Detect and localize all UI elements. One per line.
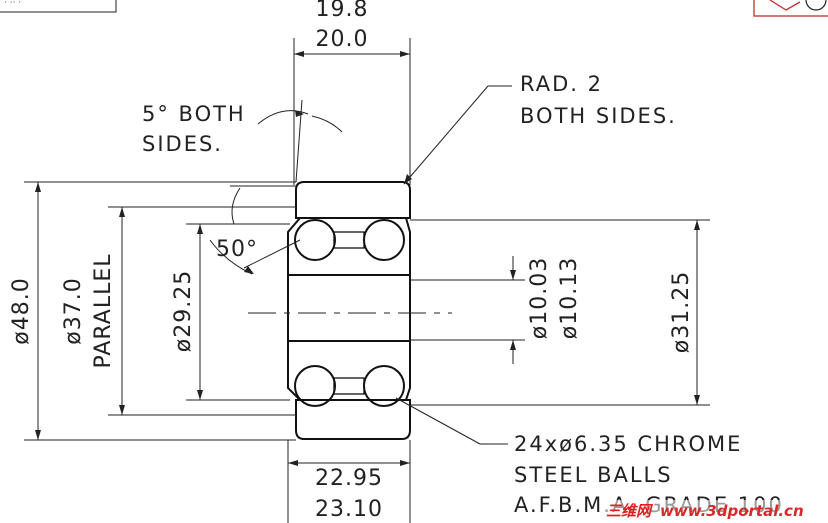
width-dimension-bottom xyxy=(287,440,411,523)
taper-sides-label: SIDES. xyxy=(142,132,223,156)
inner-ring-diameter-dimension xyxy=(410,219,710,406)
watermark-url: www.3dportal.cn xyxy=(660,502,804,520)
bore-diameter-dimension xyxy=(410,256,525,364)
overall-width-min-label: 22.95 xyxy=(315,466,383,491)
balls-note-line1: 24xø6.35 CHROME xyxy=(514,432,742,456)
taper-angle-mark xyxy=(257,99,343,183)
width-max-label: 19.8 xyxy=(316,0,369,22)
ball-top-left xyxy=(294,219,336,261)
radius-label: RAD. 2 xyxy=(520,72,603,96)
outer-ring-top xyxy=(295,181,411,219)
radius-leader xyxy=(403,85,512,185)
bore-max-label: ø10.13 xyxy=(557,257,582,339)
taper-angle-label: 5° BOTH xyxy=(142,102,246,126)
radius-sides-label: BOTH SIDES. xyxy=(520,104,677,128)
watermark-cn: 三维网 xyxy=(606,502,654,520)
contact-angle-label: 50° xyxy=(216,237,258,262)
inner-ring-diameter-label: ø31.25 xyxy=(669,271,694,353)
overall-width-max-label: 23.10 xyxy=(315,497,383,522)
raceway-diameter-dimension xyxy=(108,206,296,416)
revision-stamp xyxy=(753,0,828,17)
inner-ring-bottom xyxy=(287,340,411,401)
balls-leader xyxy=(395,397,508,445)
raceway-diameter-label: ø37.0 xyxy=(61,277,86,344)
bore-min-label: ø10.03 xyxy=(527,257,552,339)
inner-ring-top xyxy=(287,217,411,276)
outer-diameter-label: ø48.0 xyxy=(9,277,34,344)
width-dimension-top xyxy=(293,38,411,185)
contact-angle-mark xyxy=(209,185,301,275)
balls-note-line2: STEEL BALLS xyxy=(514,463,673,487)
inner-diameter-label: ø29.25 xyxy=(171,270,196,352)
watermark: 三维网 www.3dportal.cn xyxy=(604,500,826,521)
width-min-label: 20.0 xyxy=(316,27,369,52)
ball-top-right xyxy=(363,219,405,261)
outer-diameter-dimension xyxy=(24,181,296,441)
parallel-label: PARALLEL xyxy=(91,253,116,368)
inner-diameter-dimension xyxy=(186,223,290,401)
bore xyxy=(248,275,452,341)
cage xyxy=(333,231,365,395)
ball-bottom-left xyxy=(294,365,336,407)
outer-ring-bottom xyxy=(295,399,411,440)
title-block-corner: · ·· · xyxy=(0,0,117,13)
svg-text:· ·· ·: · ·· · xyxy=(4,0,21,8)
